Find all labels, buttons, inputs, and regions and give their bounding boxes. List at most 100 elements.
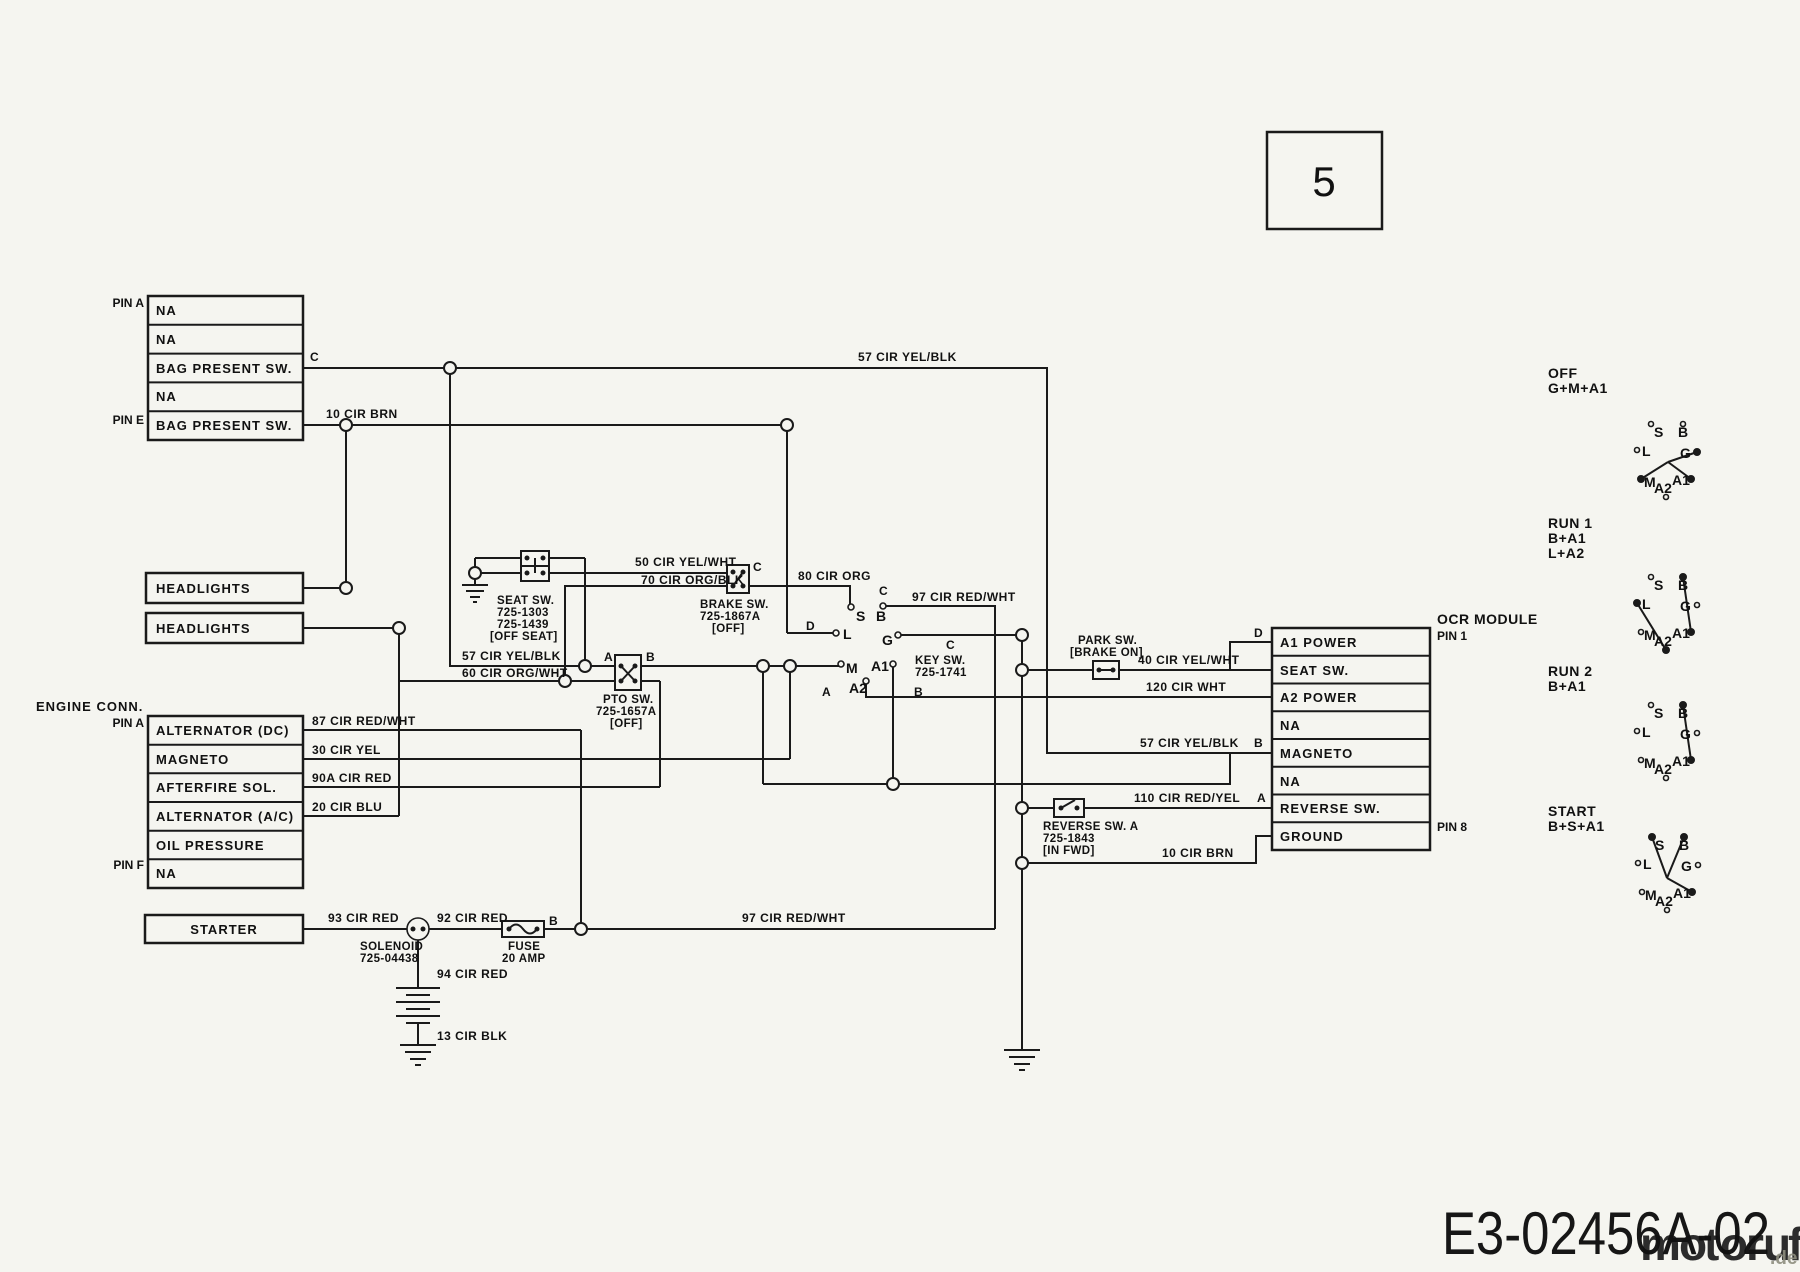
key-terminal-m: M <box>846 660 858 676</box>
park-switch-symbol <box>1092 660 1120 680</box>
brake-switch-state: [OFF] <box>712 623 745 635</box>
ocr-row: REVERSE SW. <box>1280 801 1381 816</box>
pin-ref-a-pto: A <box>604 650 613 664</box>
brake-switch-symbol <box>726 564 750 594</box>
wires <box>303 367 1272 1050</box>
fuse-rating: 20 AMP <box>502 953 546 965</box>
key-terminal-l: L <box>843 626 852 642</box>
wire-label-87: 87 CIR RED/WHT <box>312 714 416 728</box>
headlights-2-label: HEADLIGHTS <box>156 621 251 636</box>
solenoid-label: SOLENOID <box>360 941 423 953</box>
key-pos-start-title: START <box>1548 803 1596 819</box>
page-number-box: 5 <box>1265 130 1384 231</box>
watermark-letter: r <box>1746 1218 1764 1270</box>
key-position-start: START B+S+A1 S B L G M A1 A2 <box>1548 803 1702 914</box>
key-pos-run1-combo2: L+A2 <box>1548 545 1585 561</box>
mini-terminal-s: S <box>1654 577 1663 593</box>
mini-terminal-s: S <box>1654 424 1663 440</box>
ocr-row: NA <box>1280 718 1301 733</box>
engine-row: ALTERNATOR (A/C) <box>156 809 294 824</box>
mini-terminal-a2: A2 <box>1654 761 1672 777</box>
wire-label-97-main: 97 CIR RED/WHT <box>742 911 846 925</box>
watermark-logo: m o t o r u f .de <box>1640 1218 1800 1270</box>
wire-label-97-key: 97 CIR RED/WHT <box>912 590 1016 604</box>
pin-ref-b-key: B <box>914 685 923 699</box>
solenoid-symbol <box>406 917 430 941</box>
mini-terminal-m: M <box>1644 627 1656 643</box>
key-terminal-g: G <box>882 632 893 648</box>
ocr-row: NA <box>1280 774 1301 789</box>
wire-label-80: 80 CIR ORG <box>798 569 871 583</box>
key-switch-part: 725-1741 <box>915 667 967 679</box>
ocr-module: A1 POWER SEAT SW. A2 POWER NA MAGNETO NA… <box>1270 611 1537 852</box>
fuse-label: FUSE <box>508 941 540 953</box>
seat-switch-part1: 725-1303 <box>497 607 549 619</box>
wire-label-60: 60 CIR ORG/WHT <box>462 666 568 680</box>
park-switch-state: [BRAKE ON] <box>1070 647 1143 659</box>
key-position-run1: RUN 1 B+A1 L+A2 S B L G M A1 A2 <box>1548 515 1701 654</box>
brake-switch-label: BRAKE SW. <box>700 599 769 611</box>
wire-label-10-brn: 10 CIR BRN <box>326 407 398 421</box>
mini-terminal-a2: A2 <box>1654 633 1672 649</box>
bag-connector: NA NA BAG PRESENT SW. NA BAG PRESENT SW.… <box>112 294 305 442</box>
mini-terminal-b: B <box>1679 837 1689 853</box>
wire-label-93: 93 CIR RED <box>328 911 399 925</box>
wire-label-57-left: 57 CIR YEL/BLK <box>462 649 561 663</box>
headlights-1-label: HEADLIGHTS <box>156 581 251 596</box>
wire-label-57-ocr: 57 CIR YEL/BLK <box>1140 736 1239 750</box>
reverse-switch-state: [IN FWD] <box>1043 845 1095 857</box>
mini-terminal-s: S <box>1655 837 1664 853</box>
ocr-row: GROUND <box>1280 829 1344 844</box>
mini-terminal-g: G <box>1680 598 1691 614</box>
wire-label-10-ocr: 10 CIR BRN <box>1162 846 1234 860</box>
seat-switch-label: SEAT SW. <box>497 595 554 607</box>
key-switch-label: KEY SW. <box>915 655 966 667</box>
engine-row: AFTERFIRE SOL. <box>156 780 277 795</box>
mini-terminal-g: G <box>1680 726 1691 742</box>
wire-label-13: 13 CIR BLK <box>437 1029 507 1043</box>
wire-label-120: 120 CIR WHT <box>1146 680 1226 694</box>
bag-row: BAG PRESENT SW. <box>156 361 292 376</box>
page-number: 5 <box>1312 158 1335 205</box>
mini-terminal-s: S <box>1654 705 1663 721</box>
watermark-letter: t <box>1704 1218 1719 1270</box>
reverse-switch-part: 725-1843 <box>1043 833 1095 845</box>
watermark-letter: o <box>1720 1218 1748 1270</box>
seat-switch-state: [OFF SEAT] <box>490 631 558 643</box>
wire-label-30: 30 CIR YEL <box>312 743 381 757</box>
mini-terminal-g: G <box>1680 445 1691 461</box>
key-pos-run1-title: RUN 1 <box>1548 515 1593 531</box>
bag-row: BAG PRESENT SW. <box>156 418 292 433</box>
seat-switch-symbol <box>520 550 550 582</box>
pto-switch-symbol <box>614 654 642 691</box>
mini-terminal-b: B <box>1678 705 1688 721</box>
mini-terminal-b: B <box>1678 424 1688 440</box>
engine-conn-title: ENGINE CONN. <box>36 699 143 714</box>
mini-terminal-a2: A2 <box>1655 893 1673 909</box>
watermark-letter: o <box>1679 1218 1707 1270</box>
pin-ref-b-fuse: B <box>549 914 558 928</box>
mini-terminal-a1: A1 <box>1673 885 1691 901</box>
mini-terminal-m: M <box>1644 474 1656 490</box>
bag-row: NA <box>156 332 177 347</box>
wire-label-90a: 90A CIR RED <box>312 771 392 785</box>
mini-terminal-b: B <box>1678 577 1688 593</box>
key-pos-run2-title: RUN 2 <box>1548 663 1593 679</box>
key-terminal-s: S <box>856 608 865 624</box>
ground-symbol-seat <box>462 584 488 603</box>
pin-ref-d-key: D <box>806 619 815 633</box>
ground-symbol-battery <box>400 1044 436 1066</box>
mini-terminal-l: L <box>1643 856 1652 872</box>
mini-terminal-l: L <box>1642 443 1651 459</box>
ocr-pin-1: PIN 1 <box>1437 629 1467 643</box>
ocr-row: A1 POWER <box>1280 635 1357 650</box>
ocr-row: MAGNETO <box>1280 746 1353 761</box>
engine-pin-f: PIN F <box>113 858 144 872</box>
bag-pin-e: PIN E <box>113 413 144 427</box>
pin-ref-b-pto: B <box>646 650 655 664</box>
seat-switch-part2: 725-1439 <box>497 619 549 631</box>
mini-terminal-m: M <box>1645 887 1657 903</box>
pin-ref-c-top: C <box>310 350 319 364</box>
